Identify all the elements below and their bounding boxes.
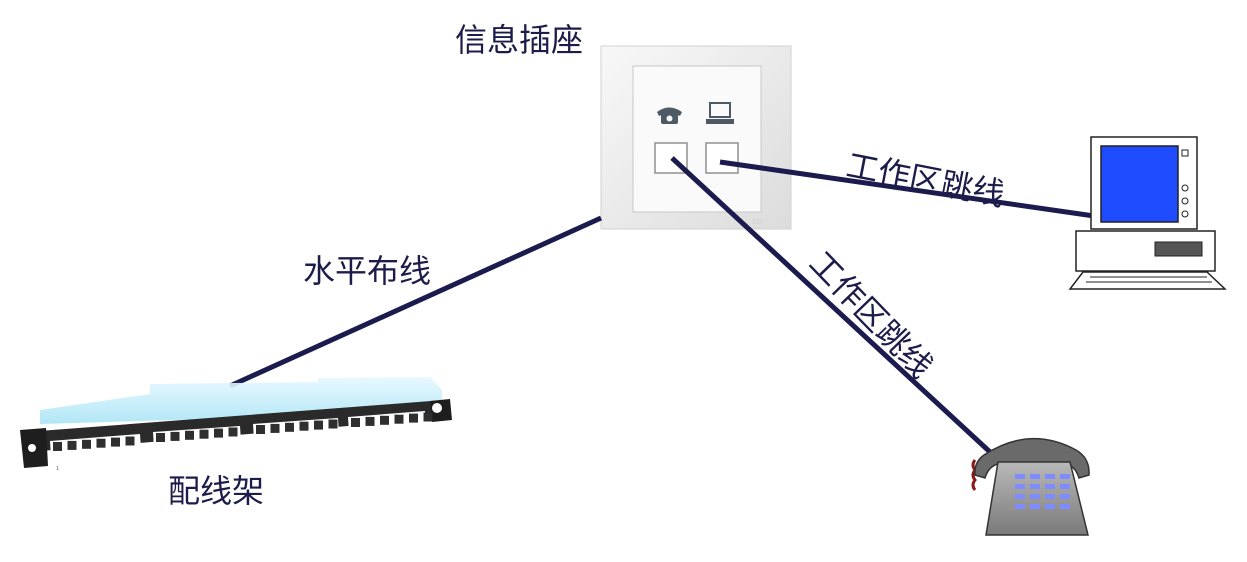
panel-port <box>314 420 323 430</box>
panel-port <box>170 431 180 441</box>
panel-port-number: 8 <box>173 448 176 454</box>
work-area-cable-phone <box>670 156 992 454</box>
panel-port-number: 3 <box>84 456 87 462</box>
panel-port <box>328 419 338 429</box>
panel-port-number: 11 <box>216 445 222 451</box>
phone-key <box>1030 494 1040 499</box>
panel-port-number: 15 <box>287 439 293 445</box>
panel-port-number: 6 <box>128 453 131 459</box>
horizontal-cabling-label: 水平布线 <box>303 252 432 290</box>
phone-keypad <box>1015 474 1070 509</box>
phone-key <box>1060 504 1070 509</box>
phone-key <box>1015 504 1025 509</box>
phone-key <box>1015 474 1025 479</box>
panel-port-number: 4 <box>99 455 102 461</box>
panel-port-number: 1 <box>55 458 58 464</box>
panel-port-number: 12 <box>231 444 237 450</box>
panel-port-number: 13 <box>258 441 264 447</box>
panel-port-number: 17 <box>316 437 322 443</box>
patch-panel-label: 配线架 <box>168 472 265 510</box>
panel-port <box>67 440 77 450</box>
panel-port-number: 9 <box>187 447 190 453</box>
panel-port-number: 19 <box>353 434 359 440</box>
phone-key <box>1030 504 1040 509</box>
panel-port-number: 10 <box>202 446 208 452</box>
phone-key <box>1015 484 1025 489</box>
panel-port <box>285 422 294 432</box>
panel-port-number: 22 <box>397 431 403 437</box>
panel-port <box>156 433 165 442</box>
panel-port <box>199 429 209 439</box>
panel-port <box>256 425 265 434</box>
phone-key <box>1045 504 1055 509</box>
computer <box>1068 136 1227 290</box>
panel-port-number: 21 <box>382 432 388 438</box>
panel-port <box>380 415 389 425</box>
panel-port-number: 18 <box>331 436 337 442</box>
panel-port <box>214 428 223 438</box>
panel-port <box>185 430 194 440</box>
panel-port <box>365 416 375 426</box>
information-outlet: cn <box>600 45 792 230</box>
panel-port-number: 24 <box>426 429 432 435</box>
panel-port-number: 20 <box>368 433 374 439</box>
panel-port <box>53 442 62 451</box>
phone-key <box>1060 474 1070 479</box>
panel-port <box>111 437 120 447</box>
phone-key <box>1060 494 1070 499</box>
panel-port <box>423 412 433 422</box>
telephone <box>971 437 1090 536</box>
phone-key <box>1060 484 1070 489</box>
monitor-screen <box>1100 145 1179 223</box>
panel-port <box>270 423 280 433</box>
panel-port-number: 14 <box>273 440 279 446</box>
panel-port-number: 7 <box>158 449 161 455</box>
panel-port-number: 5 <box>113 454 116 460</box>
panel-port <box>125 436 135 446</box>
telephone-icon <box>657 107 682 124</box>
phone-key <box>1045 494 1055 499</box>
computer-icon <box>706 102 734 124</box>
phone-key <box>1030 474 1040 479</box>
phone-key <box>1045 484 1055 489</box>
phone-key <box>1030 484 1040 489</box>
panel-port-number: 2 <box>70 457 73 463</box>
horizontal-cable <box>228 215 603 389</box>
svg-text:1: 1 <box>56 466 59 472</box>
panel-port <box>299 421 309 431</box>
panel-port <box>351 418 360 427</box>
panel-port-number: 16 <box>302 438 308 444</box>
panel-port <box>394 414 404 424</box>
outlet-label: 信息插座 <box>455 21 584 59</box>
panel-port <box>228 427 238 437</box>
panel-port-number: 23 <box>411 430 417 436</box>
work-area-cable-computer <box>719 159 1109 221</box>
panel-port <box>96 438 106 448</box>
phone-key <box>1015 494 1025 499</box>
phone-key <box>1045 474 1055 479</box>
svg-text:cn: cn <box>752 217 763 227</box>
data-port <box>705 142 739 174</box>
panel-port <box>409 413 418 423</box>
panel-port <box>82 439 91 449</box>
